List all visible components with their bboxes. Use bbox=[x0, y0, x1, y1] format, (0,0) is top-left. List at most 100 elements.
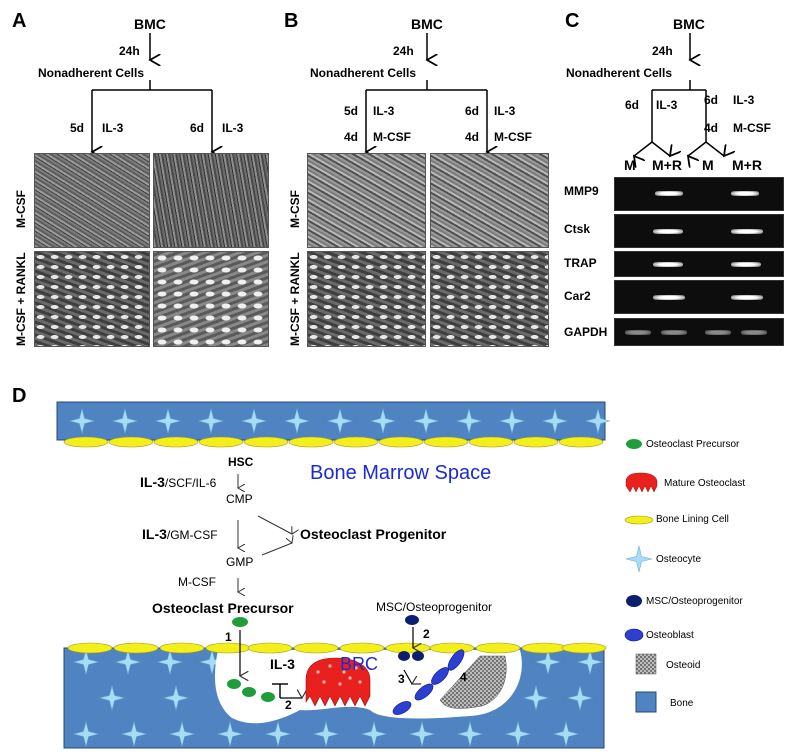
cytokines-2: IL-3/GM-CSF bbox=[142, 526, 218, 542]
panel-b-row1-label: M-CSF bbox=[288, 190, 302, 228]
panel-a-left-days: 5d bbox=[70, 121, 85, 135]
gel-ctsk bbox=[614, 214, 784, 248]
legend-bone: Bone bbox=[624, 690, 693, 716]
band bbox=[653, 262, 683, 267]
cytokine-rest: /GM-CSF bbox=[166, 528, 218, 542]
panel-b-left-factor2: M-CSF bbox=[373, 130, 411, 144]
lane-label-1: M bbox=[624, 157, 636, 173]
osteoclast-precursor-icon bbox=[626, 439, 642, 449]
mature-osteoclast-icon bbox=[625, 472, 658, 493]
gel-trap bbox=[614, 251, 784, 277]
bone-lining-cell bbox=[468, 436, 514, 448]
panel-a-source: BMC bbox=[134, 16, 166, 32]
panel-a-row2-label: M-CSF + RANKL bbox=[14, 252, 28, 346]
cmp-label: CMP bbox=[226, 492, 253, 506]
panel-label-d: D bbox=[12, 385, 27, 407]
bone-lining-cell bbox=[561, 642, 607, 654]
panel-b-flowchart bbox=[280, 0, 560, 160]
cytokine-il3-bold: IL-3 bbox=[140, 474, 165, 490]
panel-b-right-factor2: M-CSF bbox=[494, 130, 532, 144]
gene-label-ctsk: Ctsk bbox=[564, 222, 591, 236]
osteoid bbox=[439, 655, 507, 709]
micrograph-b-mcsf-6d bbox=[430, 153, 549, 248]
gel-gapdh bbox=[614, 318, 784, 346]
step-4: 4 bbox=[460, 670, 467, 684]
step-3: 3 bbox=[398, 672, 405, 686]
msc-osteoprogenitor-icon bbox=[626, 595, 642, 607]
panel-c-right-factor2: M-CSF bbox=[733, 121, 771, 135]
band bbox=[661, 330, 687, 335]
osteoclast-precursor-cell bbox=[261, 692, 275, 702]
brc-label: BRC bbox=[340, 654, 379, 674]
osteoclast-precursor-cell bbox=[242, 687, 256, 697]
band bbox=[731, 229, 763, 234]
step-2: 2 bbox=[285, 698, 292, 712]
bone-lining-cell bbox=[423, 436, 469, 448]
bone-lining-cell bbox=[385, 642, 431, 654]
msc-label: MSC/Osteoprogenitor bbox=[376, 600, 493, 614]
bone-lining-cell bbox=[293, 642, 339, 654]
band bbox=[625, 330, 651, 335]
bone-lining-cell bbox=[475, 642, 521, 654]
osteocyte-icon bbox=[625, 545, 653, 573]
bone-lining-cell bbox=[378, 436, 424, 448]
panel-label-c: C bbox=[565, 10, 580, 32]
osteoid-icon bbox=[635, 653, 657, 675]
msc-osteoprogenitor-cell bbox=[412, 651, 424, 661]
gel-mmp9 bbox=[614, 177, 784, 211]
legend-mature-osteoclast: Mature Osteoclast bbox=[624, 472, 745, 494]
cytokine-il3-bold: IL-3 bbox=[142, 526, 167, 542]
osteoblast-icon bbox=[624, 628, 644, 642]
osteoclast-precursor-label: Osteoclast Precursor bbox=[152, 600, 294, 616]
msc-osteoprogenitor-cell bbox=[405, 615, 419, 625]
bone-lining-cell bbox=[153, 436, 199, 448]
micrograph-b-rankl-6d bbox=[430, 251, 549, 347]
band bbox=[655, 191, 683, 196]
panel-c-right-days2: 4d bbox=[704, 121, 719, 135]
band bbox=[731, 262, 761, 267]
step-2b: 2 bbox=[423, 627, 430, 641]
micrograph-a-mcsf-5d bbox=[34, 153, 150, 248]
band bbox=[705, 330, 731, 335]
panel-c-left-days: 6d bbox=[625, 98, 640, 112]
panel-b-left-factor1: IL-3 bbox=[373, 104, 395, 118]
bone-icon bbox=[635, 691, 657, 713]
panel-c-right-days1: 6d bbox=[704, 93, 719, 107]
osteoblast-cell bbox=[431, 667, 449, 685]
gmp-label: GMP bbox=[226, 555, 254, 569]
bone-lining-cell bbox=[339, 642, 385, 654]
bone-lining-cell bbox=[521, 642, 567, 654]
step-1: 1 bbox=[225, 630, 232, 644]
band bbox=[653, 295, 685, 300]
panel-a-right-factor: IL-3 bbox=[222, 121, 244, 135]
mature-osteoclast-cell bbox=[305, 657, 371, 707]
gene-label-car2: Car2 bbox=[564, 289, 591, 303]
panel-a-left-factor: IL-3 bbox=[102, 121, 124, 135]
panel-c-right-factor1: IL-3 bbox=[733, 93, 755, 107]
lane-label-3: M bbox=[702, 157, 714, 173]
top-lining-cells bbox=[63, 436, 604, 448]
cytokine-rest: /SCF/IL-6 bbox=[164, 476, 217, 490]
bone-lining-cell bbox=[513, 436, 559, 448]
micrograph-b-rankl-5d bbox=[307, 251, 426, 347]
legend-bone-lining-cell: Bone Lining Cell bbox=[624, 514, 729, 525]
legend-msc-osteoprogenitor: MSC/Osteoprogenitor bbox=[624, 594, 743, 608]
osteoclast-precursor-cell bbox=[232, 617, 248, 627]
bone-lining-cell bbox=[198, 436, 244, 448]
panel-a-flowchart bbox=[0, 0, 270, 160]
panel-c-left-factor: IL-3 bbox=[656, 98, 678, 112]
panel-b-source: BMC bbox=[411, 16, 443, 32]
micrograph-a-rankl-6d bbox=[153, 251, 269, 347]
cytokines-1: IL-3/SCF/IL-6 bbox=[140, 474, 216, 490]
bone-lining-cell bbox=[288, 436, 334, 448]
gene-label-mmp9: MMP9 bbox=[564, 184, 599, 198]
panel-a-right-days: 6d bbox=[190, 121, 205, 135]
osteoblast-cell bbox=[392, 701, 412, 715]
bone-lining-cell bbox=[247, 642, 293, 654]
bone-lining-cell bbox=[159, 642, 205, 654]
panel-a-cells: Nonadherent Cells bbox=[38, 66, 145, 80]
panel-c-cells: Nonadherent Cells bbox=[566, 66, 673, 80]
hsc-label: HSC bbox=[228, 455, 254, 469]
gene-label-gapdh: GAPDH bbox=[564, 325, 608, 339]
panel-b-right-factor1: IL-3 bbox=[494, 104, 516, 118]
